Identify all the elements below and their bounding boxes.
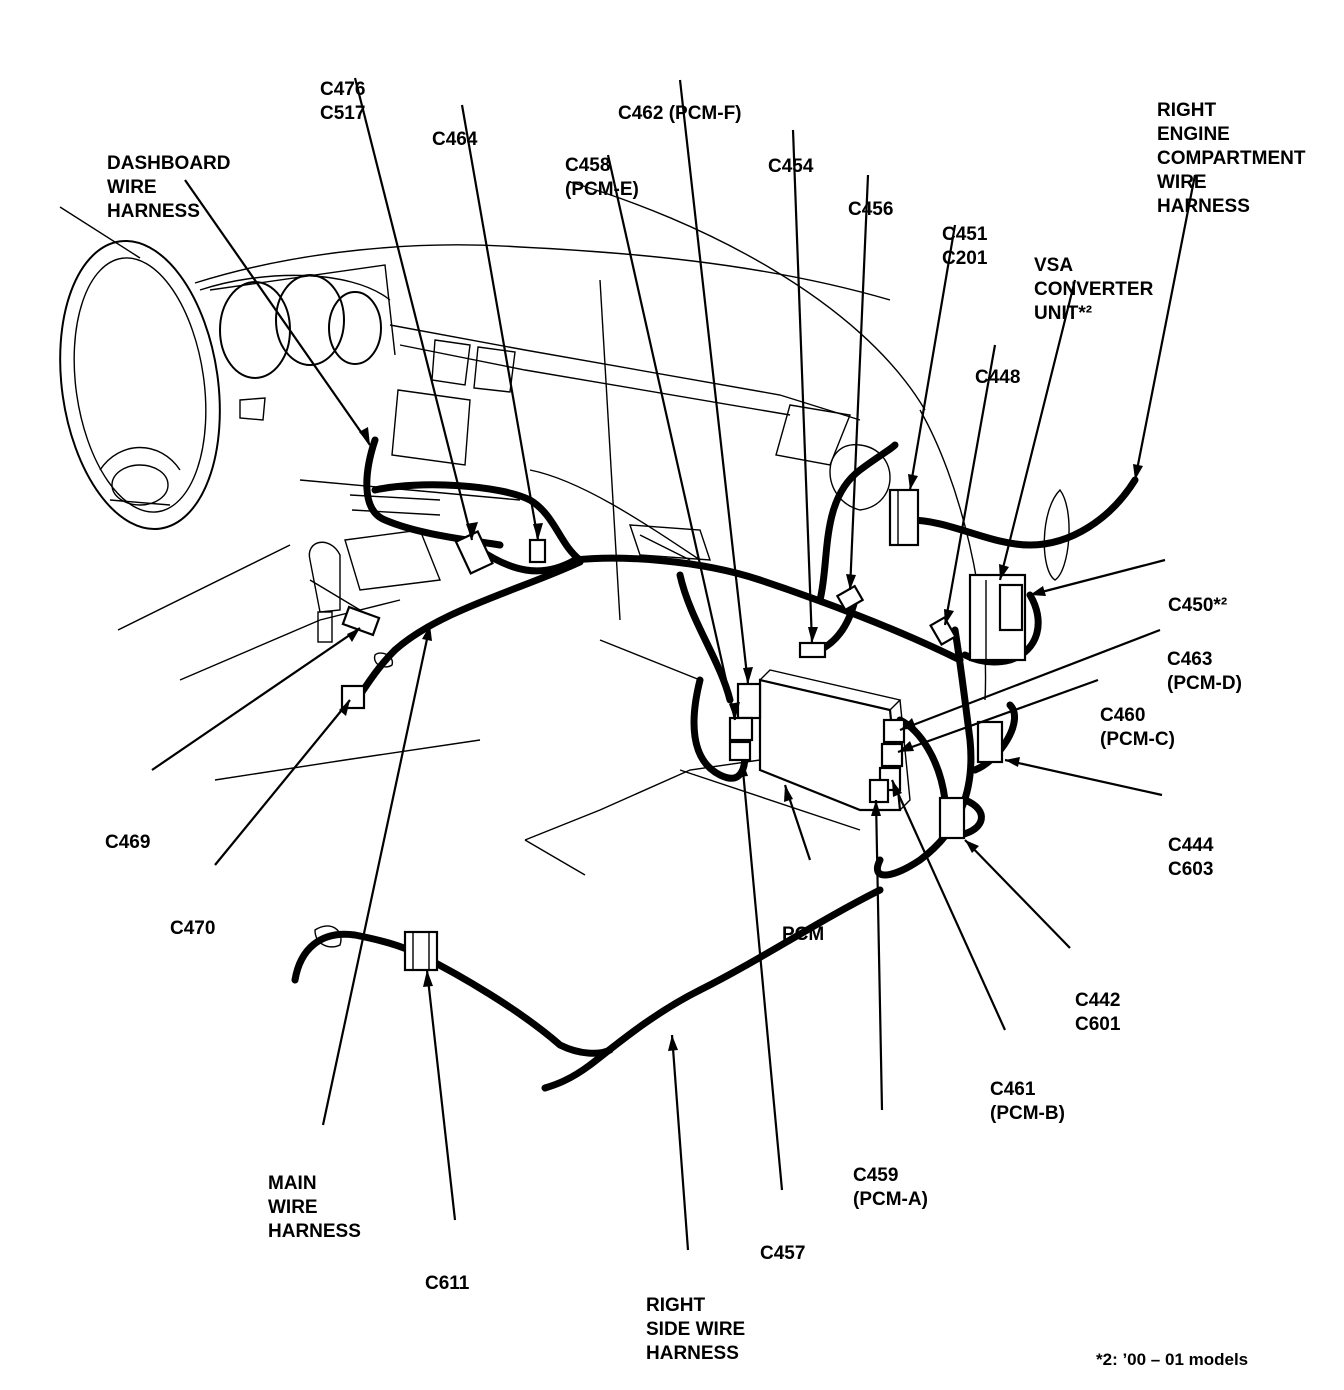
label-c469: C469 [105,832,151,853]
connector-c456 [835,584,865,612]
label-pcm: PCM [782,924,825,945]
label-c462-pcm-f: C462 (PCM-F) [618,103,742,124]
connector-c458 [728,716,754,742]
instrument-gauges [209,264,396,379]
connector-c611 [403,930,439,972]
connector-c462 [736,682,762,720]
pcm-unit [758,678,902,812]
connector-c450 [998,583,1024,632]
connector-c444 [976,720,1004,764]
wire-harness-lines [291,436,1139,1092]
label-c470: C470 [170,918,216,939]
gear-shifter [308,541,341,643]
connector-c460 [880,742,904,768]
label-c460-pcm-c: C460(PCM-C) [1100,705,1175,750]
connectors [340,488,1027,972]
connector-c463 [882,718,906,744]
steering-wheel [59,240,221,530]
connector-c448 [929,615,957,647]
connector-c442 [938,796,966,840]
connector-c469 [341,605,381,637]
label-c463-pcm-d: C463(PCM-D) [1167,649,1242,694]
label-c458-pcm-e: C458(PCM-E) [565,155,639,200]
label-c611: C611 [425,1273,470,1294]
label-c461-pcm-b: C461(PCM-B) [990,1079,1065,1124]
connector-c451 [888,488,920,547]
connector-c464 [528,538,547,564]
footnote-models: *2: ’00 – 01 models [1096,1350,1249,1369]
label-c454: C454 [768,156,814,177]
connector-c454 [798,641,827,659]
label-c450: C450*² [1168,595,1228,616]
arrowheads [339,427,1143,1051]
label-c459-pcm-a: C459(PCM-A) [853,1165,928,1210]
leader-lines [151,77,1197,1251]
label-c448: C448 [975,367,1021,388]
label-c456: C456 [848,199,894,220]
label-c464: C464 [432,129,478,150]
connector-c476 [454,530,494,575]
label-c457: C457 [760,1243,806,1264]
dashboard-outline [59,181,987,876]
connector-c457 [728,740,752,762]
connector-c459 [868,778,890,804]
